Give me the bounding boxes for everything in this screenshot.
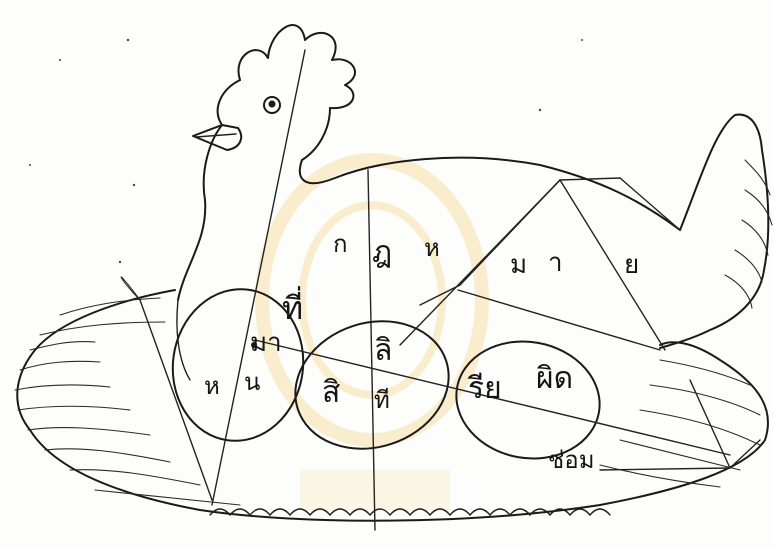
label-sit: สิ <box>322 378 340 408</box>
label-thor: ฎ <box>372 238 392 268</box>
label-yor: ย <box>624 252 639 278</box>
label-nor: น <box>244 370 260 394</box>
label-aa: า <box>548 250 563 276</box>
hen-tail <box>660 115 768 348</box>
label-rian: รีย <box>468 374 502 404</box>
label-kor: ก <box>333 232 348 256</box>
hen-beak <box>193 125 241 150</box>
watermark-emblem <box>262 160 482 510</box>
paper-specks <box>29 39 583 263</box>
hen-body-lower <box>177 300 190 380</box>
label-thi: ที <box>374 388 390 412</box>
label-mor: ม <box>510 252 527 278</box>
label-sorm: ช่อม <box>548 448 595 472</box>
label-maa: มา <box>250 330 282 356</box>
label-lik: ลิ <box>374 336 392 366</box>
hen-head-back <box>300 108 680 230</box>
label-hor: ห <box>424 236 440 260</box>
hen-eye-pupil <box>269 101 276 108</box>
label-phit: ผิด <box>536 364 573 394</box>
hen-tail-feathers <box>725 160 772 308</box>
label-thii: ที่ <box>282 292 303 324</box>
hen-head-neck <box>178 80 240 300</box>
hen-comb <box>238 25 354 108</box>
label-hon: ห <box>204 374 220 398</box>
